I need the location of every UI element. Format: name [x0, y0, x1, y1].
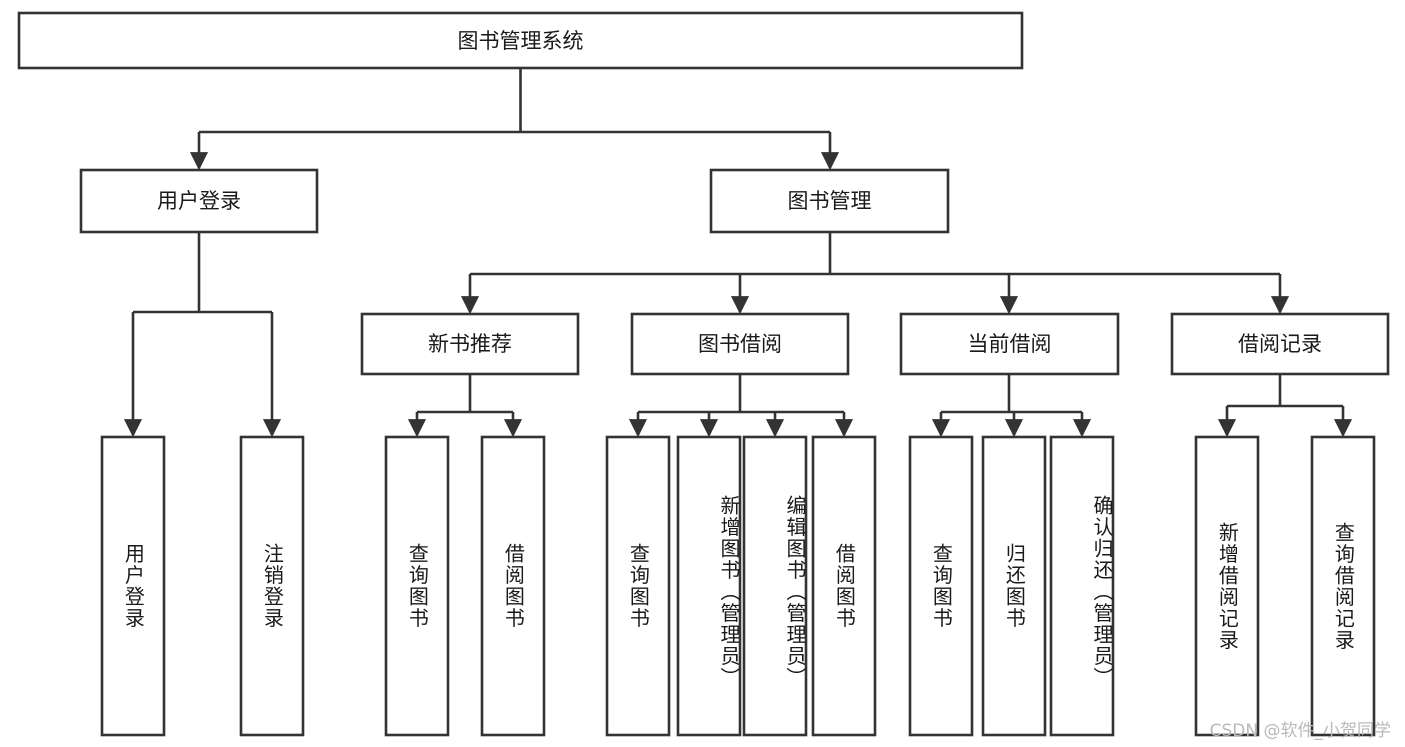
node-leaf-add-book-box[interactable]	[676, 435, 742, 737]
node-user-login-box[interactable]	[79, 168, 319, 234]
node-new-book-rec[interactable]: 新书推荐	[360, 312, 580, 376]
node-book-manage-label: 图书管理	[788, 189, 872, 213]
connector-group-book-borrow	[628, 374, 854, 438]
node-leaf-query-book-box[interactable]	[605, 435, 671, 737]
connector-group-book-manage	[460, 232, 1290, 315]
node-book-manage[interactable]: 图书管理	[709, 168, 950, 234]
node-leaf-add-record-box[interactable]	[1194, 435, 1260, 737]
node-root[interactable]: 图书管理系统	[17, 11, 1024, 70]
node-borrow-record-box[interactable]	[1170, 312, 1390, 376]
node-leaf-confirm-return-box[interactable]	[1049, 435, 1115, 737]
node-user-login-label: 用户登录	[157, 189, 241, 213]
node-leaf-query-book-cur-box[interactable]	[908, 435, 974, 737]
node-leaf-query-record-box[interactable]	[1310, 435, 1376, 737]
node-book-manage-box[interactable]	[709, 168, 950, 234]
node-borrow-record-label: 借阅记录	[1238, 332, 1322, 356]
csdn-watermark: CSDN @软件_小贺同学	[1209, 721, 1391, 741]
node-user-login[interactable]: 用户登录	[79, 168, 319, 234]
node-current-borrow-box[interactable]	[899, 312, 1120, 376]
connector-group-user-login	[123, 232, 282, 438]
node-book-borrow[interactable]: 图书借阅	[630, 312, 850, 376]
node-leaf-edit-book-box[interactable]	[742, 435, 808, 737]
node-current-borrow-label: 当前借阅	[968, 332, 1052, 356]
node-leaf-borrow-book-box[interactable]	[811, 435, 877, 737]
node-book-borrow-box[interactable]	[630, 312, 850, 376]
node-root-box[interactable]	[17, 11, 1024, 70]
node-leaf-return-book-box[interactable]	[981, 435, 1047, 737]
connector-group-new-book-rec	[407, 374, 523, 438]
node-current-borrow[interactable]: 当前借阅	[899, 312, 1120, 376]
node-leaf-query-book-rec-box[interactable]	[384, 435, 450, 737]
node-leaf-logout-box[interactable]	[239, 435, 305, 737]
node-new-book-rec-label: 新书推荐	[428, 332, 512, 356]
leaf-boxes	[100, 435, 1376, 737]
node-borrow-record[interactable]: 借阅记录	[1170, 312, 1390, 376]
connector-group-current-borrow	[931, 374, 1092, 438]
node-leaf-user-login-box[interactable]	[100, 435, 166, 737]
connector-group-borrow-record	[1217, 374, 1353, 438]
node-book-borrow-label: 图书借阅	[698, 332, 782, 356]
node-root-label: 图书管理系统	[458, 29, 584, 53]
connector-group-root	[189, 68, 840, 171]
node-leaf-borrow-book-rec-box[interactable]	[480, 435, 546, 737]
node-new-book-rec-box[interactable]	[360, 312, 580, 376]
